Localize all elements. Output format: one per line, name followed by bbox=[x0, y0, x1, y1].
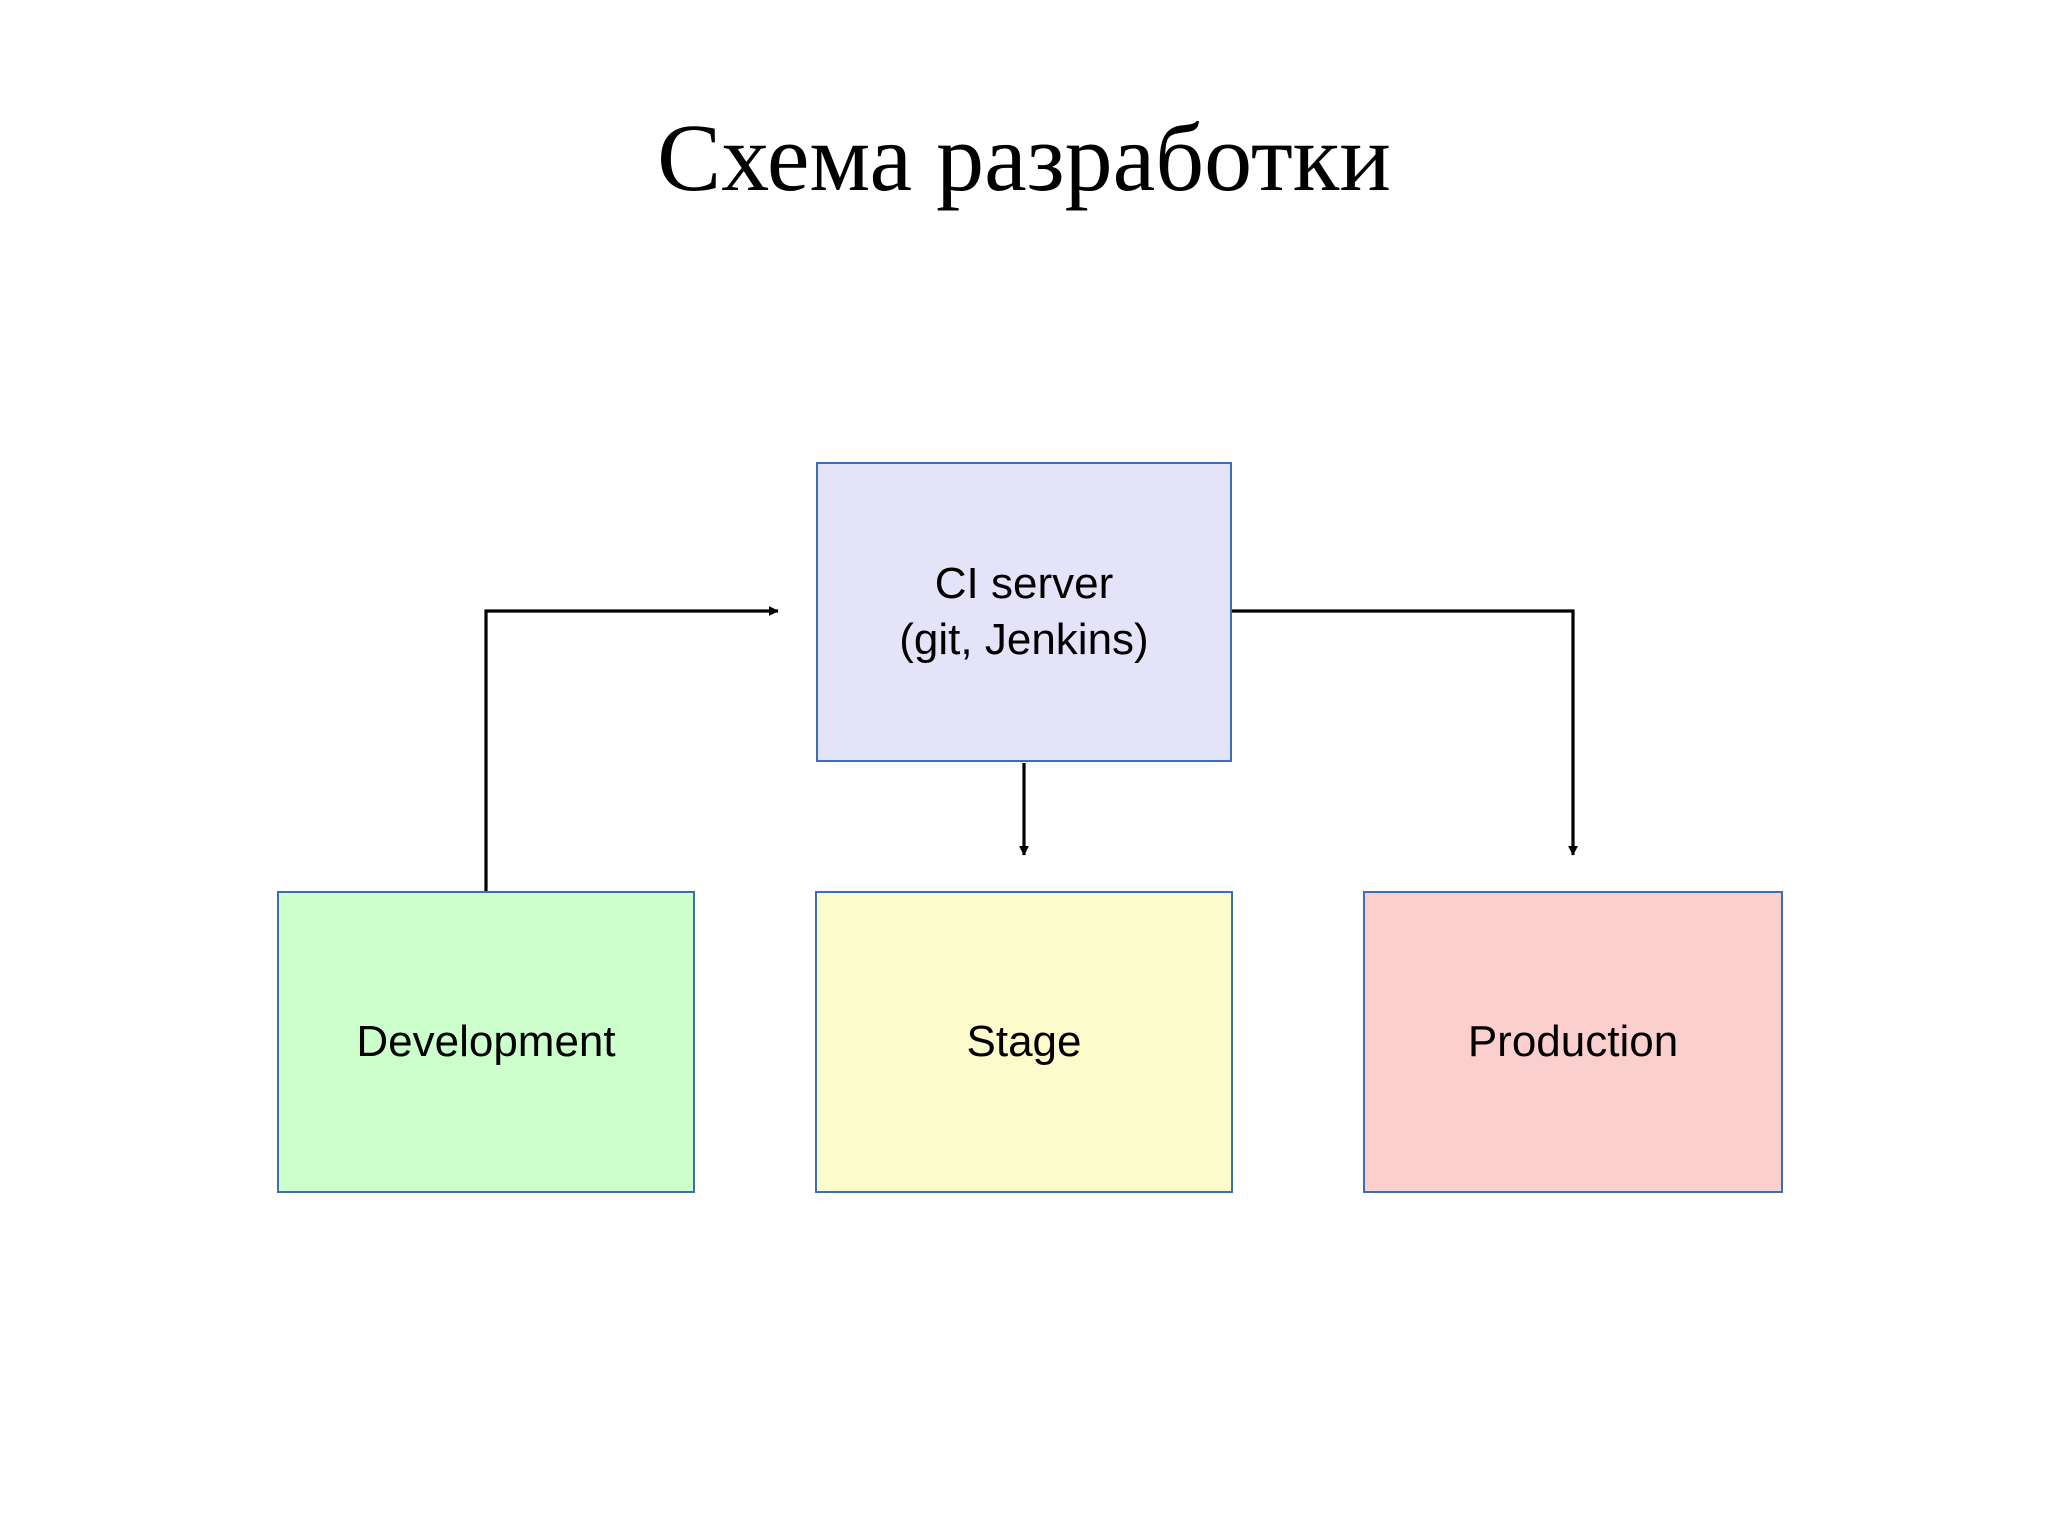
connector-development-to-ci-server bbox=[484, 606, 779, 891]
connector-ci-server-to-production bbox=[1232, 609, 1578, 856]
node-production[interactable]: Production bbox=[1363, 891, 1783, 1193]
node-production-label: Production bbox=[1467, 1017, 1679, 1067]
page-title: Схема разработки bbox=[657, 104, 1391, 211]
node-ci-server-label: CI server (git, Jenkins) bbox=[899, 559, 1149, 664]
node-stage[interactable]: Stage bbox=[815, 891, 1233, 1193]
node-development-label: Development bbox=[356, 1017, 616, 1067]
node-stage-label: Stage bbox=[966, 1017, 1082, 1067]
node-development[interactable]: Development bbox=[277, 891, 695, 1193]
node-ci-server[interactable]: CI server (git, Jenkins) bbox=[816, 462, 1232, 762]
